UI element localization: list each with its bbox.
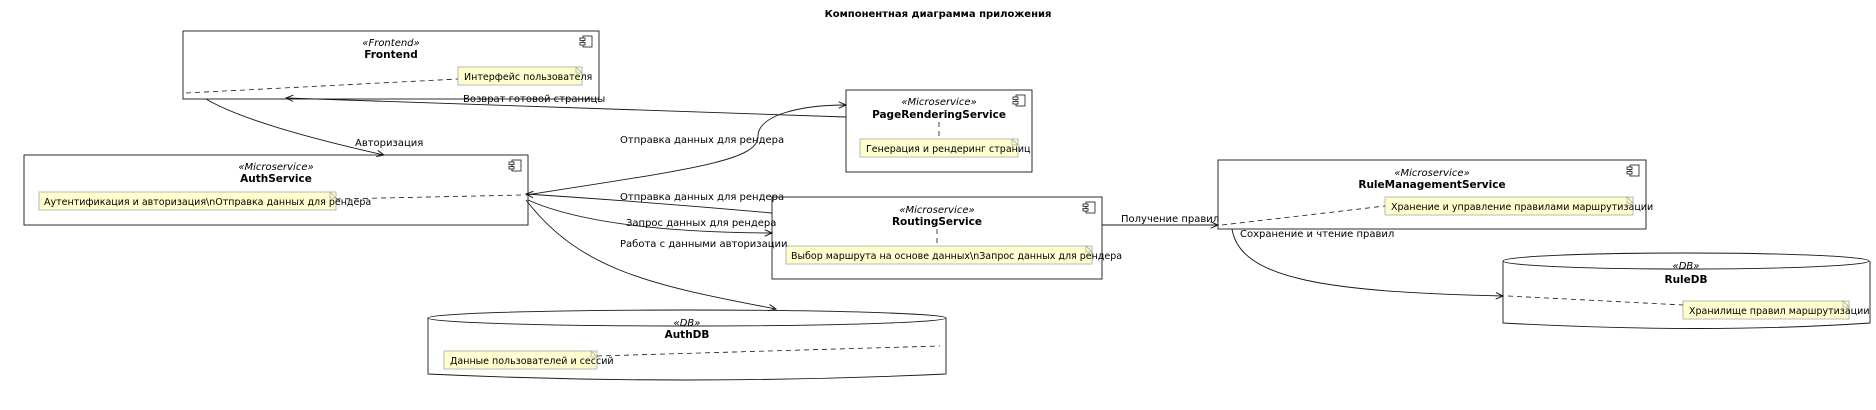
component-icon (1012, 94, 1026, 107)
component-frontend: «Frontend» Frontend Интерфейс пользовате… (182, 30, 600, 100)
component-name: RuleManagementService (1358, 179, 1505, 191)
database-name: RuleDB (1665, 274, 1708, 286)
edge-auth-to-page: Отправка данных для рендера (525, 105, 846, 196)
note-text: Выбор маршрута на основе данных\nЗапрос … (791, 251, 1122, 262)
edge-page-to-frontend: Возврат готовой страницы (286, 94, 847, 118)
edge-label: Авторизация (355, 138, 423, 149)
note-text: Данные пользователей и сессий (450, 356, 614, 367)
component-auth-service: «Microservice» AuthService Аутентификаци… (23, 154, 529, 226)
stereotype-label: «Frontend» (362, 38, 419, 49)
stereotype-label: «Microservice» (899, 205, 974, 216)
note-box (38, 191, 337, 211)
component-page-rendering-service: «Microservice» PageRenderingService Гене… (845, 89, 1033, 173)
component-icon (508, 159, 522, 172)
edge-routing-to-auth: Отправка данных для рендера (526, 192, 784, 214)
edge-label: Сохранение и чтение правил (1240, 229, 1394, 240)
component-name: AuthService (240, 173, 312, 185)
stereotype-label: «Microservice» (901, 97, 976, 108)
edge-frontend-to-auth: Авторизация (205, 98, 423, 155)
edge-label: Получение правил (1121, 214, 1219, 225)
edge-routing-to-rule: Получение правил (1102, 214, 1219, 225)
edge-auth-to-authdb: Работа с данными авторизации (525, 199, 788, 309)
note-text: Аутентификация и авторизация\nОтправка д… (44, 197, 371, 208)
note-text: Генерация и рендеринг страниц (866, 144, 1031, 155)
edge-label: Отправка данных для рендера (620, 192, 784, 203)
database-authdb: «DB» AuthDB Данные пользователей и сесси… (427, 309, 947, 381)
edge-label: Работа с данными авторизации (620, 239, 788, 250)
edge-label: Отправка данных для рендера (620, 135, 784, 146)
edge-auth-to-routing: Запрос данных для рендера (527, 199, 776, 233)
edge-label: Возврат готовой страницы (463, 94, 605, 105)
diagram-title: Компонентная диаграмма приложения (825, 9, 1052, 20)
component-name: RoutingService (892, 216, 982, 228)
note-box (785, 245, 1093, 265)
database-ruledb: «DB» RuleDB Хранилище правил маршрутизац… (1502, 252, 1871, 329)
database-name: AuthDB (665, 329, 710, 341)
stereotype-label: «Microservice» (1394, 168, 1469, 179)
stereotype-label: «Microservice» (238, 162, 313, 173)
note-box (443, 350, 598, 370)
component-icon (1082, 201, 1096, 214)
note-text: Хранилище правил маршрутизации (1689, 306, 1870, 317)
component-icon (579, 35, 593, 48)
note-text: Хранение и управление правилами маршрути… (1391, 202, 1653, 213)
note-box (859, 138, 1019, 158)
note-box (457, 66, 583, 86)
stereotype-label: «DB» (1673, 261, 1700, 272)
note-box (1682, 300, 1850, 320)
component-icon (1626, 164, 1640, 177)
stereotype-label: «DB» (674, 318, 701, 329)
note-text: Интерфейс пользователя (464, 72, 592, 83)
component-routing-service: «Microservice» RoutingService Выбор марш… (771, 196, 1122, 280)
edge-rule-to-ruledb: Сохранение и чтение правил (1231, 228, 1503, 296)
component-name: PageRenderingService (872, 109, 1006, 121)
edge-label: Запрос данных для рендера (626, 218, 776, 229)
component-rule-management-service: «Microservice» RuleManagementService Хра… (1217, 159, 1653, 230)
component-name: Frontend (364, 49, 418, 61)
